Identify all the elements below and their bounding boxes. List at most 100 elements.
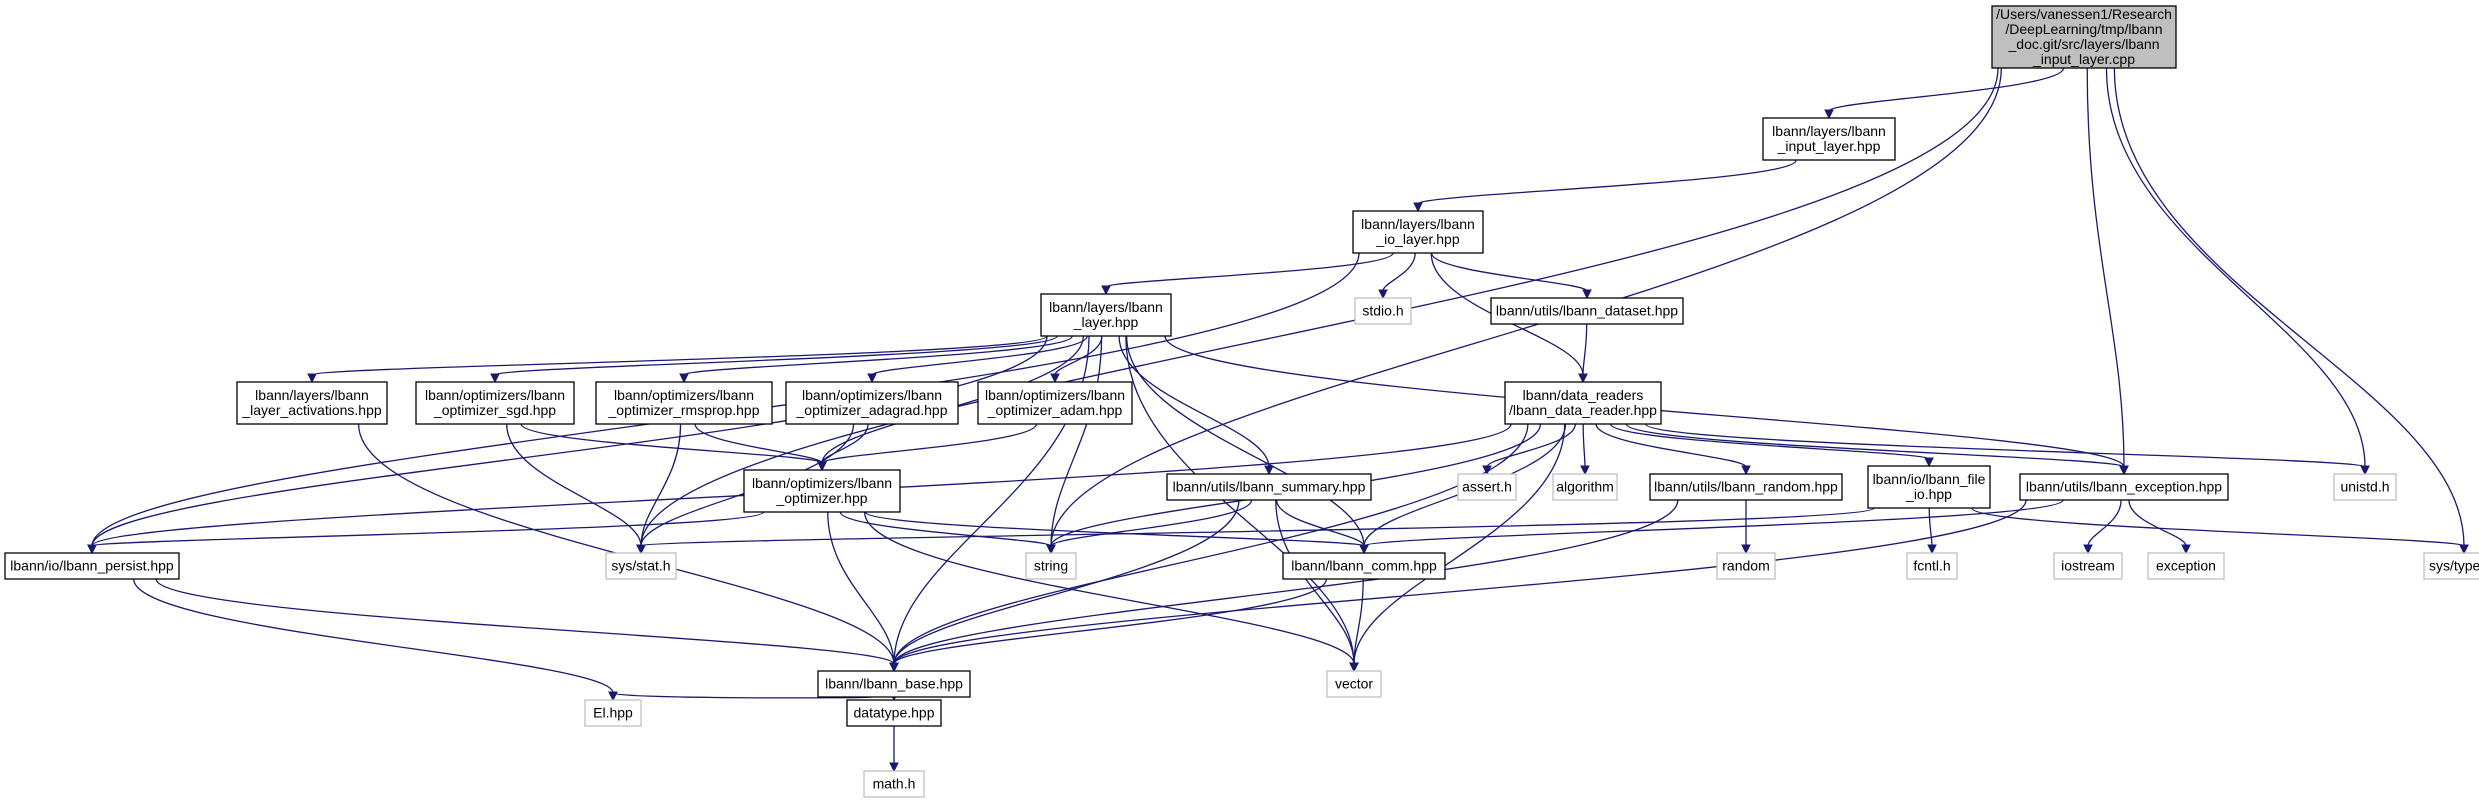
edge-optimizer-to-persist	[91, 511, 765, 547]
node-label-line: lbann/optimizers/lbann	[425, 387, 565, 403]
node-label-line: lbann/lbann_base.hpp	[825, 676, 963, 692]
node-label-line: lbann/utils/lbann_dataset.hpp	[1496, 303, 1678, 319]
node-opt-adagrad[interactable]: lbann/optimizers/lbann_optimizer_adagrad…	[785, 381, 959, 425]
node-comm[interactable]: lbann/lbann_comm.hpp	[1282, 552, 1446, 580]
node-label-line: /DeepLearning/tmp/lbann	[2005, 21, 2162, 37]
node-string: string	[1025, 552, 1077, 580]
node-label-line: stdio.h	[1362, 303, 1403, 319]
edge-layer-to-persist	[91, 335, 1048, 547]
node-box	[1490, 297, 1684, 325]
node-box	[1716, 552, 1776, 580]
node-label-line: lbann/layers/lbann	[1361, 216, 1475, 232]
arrowhead-io_layer-to-layer	[1101, 285, 1111, 296]
edge-data_reader-to-algorithm	[1582, 423, 1586, 468]
node-math: math.h	[863, 770, 925, 798]
edge-root-to-sys_types	[2113, 67, 2465, 547]
node-label-line: datatype.hpp	[854, 705, 935, 721]
edge-data_reader-to-assert	[1486, 423, 1576, 468]
edge-layer-to-layer_activations	[311, 335, 1048, 376]
arrowhead-data_reader-to-random_hpp	[1741, 465, 1751, 476]
node-label-line: _optimizer_rmsprop.hpp	[608, 402, 760, 418]
arrowhead-exception-to-iostream	[2083, 544, 2093, 555]
node-random: random	[1716, 552, 1776, 580]
edge-exception-to-exception_std	[2128, 499, 2187, 547]
edge-summary-to-vector	[1275, 499, 1355, 665]
arrowhead-file_io-to-fcntl	[1927, 544, 1937, 555]
node-opt-sgd[interactable]: lbann/optimizers/lbann_optimizer_sgd.hpp	[415, 381, 575, 425]
node-root[interactable]: /Users/vanessen1/Research/DeepLearning/t…	[1991, 5, 2177, 69]
arrowhead-data_reader-to-algorithm	[1580, 465, 1590, 476]
edge-comm-to-vector	[1353, 578, 1364, 665]
arrowhead-exception-to-exception_std	[2181, 544, 2191, 555]
node-label-line: fcntl.h	[1913, 558, 1950, 574]
node-label-line: lbann/optimizers/lbann	[802, 387, 942, 403]
edge-comm-to-base	[893, 578, 1328, 665]
arrowhead-optimizer-to-persist	[87, 544, 97, 555]
arrowhead-io_layer-to-stdio	[1378, 289, 1388, 300]
node-box	[1326, 670, 1382, 698]
node-optimizer[interactable]: lbann/optimizers/lbann_optimizer.hpp	[743, 469, 901, 513]
node-box	[817, 670, 971, 698]
node-label-line: exception	[2156, 558, 2216, 574]
node-box	[2333, 473, 2397, 501]
arrowhead-base-to-el	[608, 691, 618, 702]
edge-io_layer-to-dataset	[1430, 252, 1588, 292]
node-input-layer[interactable]: lbann/layers/lbann_input_layer.hpp	[1762, 117, 1896, 161]
node-dataset[interactable]: lbann/utils/lbann_dataset.hpp	[1490, 297, 1684, 325]
arrowhead-layer-to-layer_activations	[307, 373, 317, 384]
edge-layer-to-opt_adagrad	[871, 335, 1088, 376]
arrowhead-layer-to-opt_sgd	[490, 373, 500, 384]
node-algorithm: algorithm	[1552, 473, 1618, 501]
node-box	[2423, 552, 2479, 580]
node-opt-adam[interactable]: lbann/optimizers/lbann_optimizer_adam.hp…	[977, 381, 1133, 425]
node-box	[1457, 473, 1517, 501]
node-file-io[interactable]: lbann/io/lbann_file_io.hpp	[1867, 465, 1991, 509]
edge-persist-to-base	[155, 578, 895, 665]
node-label-line: lbann/optimizers/lbann	[985, 387, 1125, 403]
edge-opt_rmsprop-to-optimizer	[694, 423, 823, 464]
edge-root-to-sys_stat	[640, 67, 1999, 547]
node-base[interactable]: lbann/lbann_base.hpp	[817, 670, 971, 698]
node-label-line: lbann/optimizers/lbann	[752, 475, 892, 491]
edge-data_reader-to-base	[893, 423, 1529, 665]
node-box	[605, 552, 677, 580]
arrowhead-data_reader-to-exception	[2119, 465, 2129, 476]
node-summary[interactable]: lbann/utils/lbann_summary.hpp	[1166, 473, 1372, 501]
node-data-reader[interactable]: lbann/data_readers/lbann_data_reader.hpp	[1504, 381, 1662, 425]
edge-layer-to-string	[1050, 335, 1103, 547]
node-label-line: El.hpp	[593, 705, 633, 721]
node-box	[2147, 552, 2225, 580]
node-box	[4, 552, 180, 580]
node-box	[1040, 293, 1172, 337]
node-sys-types: sys/types.h	[2423, 552, 2479, 580]
node-layer-activations[interactable]: lbann/layers/lbann_layer_activations.hpp	[236, 381, 388, 425]
edge-summary-to-base	[893, 499, 1240, 665]
node-layer[interactable]: lbann/layers/lbann_layer.hpp	[1040, 293, 1172, 337]
node-random-hpp[interactable]: lbann/utils/lbann_random.hpp	[1649, 473, 1843, 501]
node-box	[846, 699, 942, 727]
arrowhead-dataset-to-data_reader	[1578, 373, 1588, 384]
dependency-nodes: /Users/vanessen1/Research/DeepLearning/t…	[4, 5, 2479, 798]
node-io-layer[interactable]: lbann/layers/lbann_io_layer.hpp	[1352, 210, 1484, 254]
node-opt-rmsprop[interactable]: lbann/optimizers/lbann_optimizer_rmsprop…	[595, 381, 773, 425]
node-box	[1867, 465, 1991, 509]
node-exception[interactable]: lbann/utils/lbann_exception.hpp	[2019, 473, 2229, 501]
node-label-line: lbann/io/lbann_persist.hpp	[10, 558, 174, 574]
edge-layer-to-comm	[1125, 335, 1365, 547]
node-label-line: _layer_activations.hpp	[241, 402, 382, 418]
edge-exception-to-comm	[1363, 499, 2064, 547]
node-label-line: _io.hpp	[1905, 486, 1952, 502]
node-label-line: sys/types.h	[2429, 558, 2479, 574]
node-box	[1025, 552, 1077, 580]
node-persist[interactable]: lbann/io/lbann_persist.hpp	[4, 552, 180, 580]
arrowhead-layer-to-opt_adagrad	[867, 373, 877, 384]
node-label-line: sys/stat.h	[611, 558, 670, 574]
arrowhead-data_reader-to-unistd	[2360, 465, 2370, 476]
node-box	[1762, 117, 1896, 161]
edge-root-to-string	[1050, 67, 2003, 547]
node-sys-stat: sys/stat.h	[605, 552, 677, 580]
node-label-line: _optimizer.hpp	[775, 490, 867, 506]
node-datatype[interactable]: datatype.hpp	[846, 699, 942, 727]
edge-file_io-to-sys_types	[1971, 507, 2465, 547]
node-label-line: lbann/utils/lbann_exception.hpp	[2026, 479, 2222, 495]
